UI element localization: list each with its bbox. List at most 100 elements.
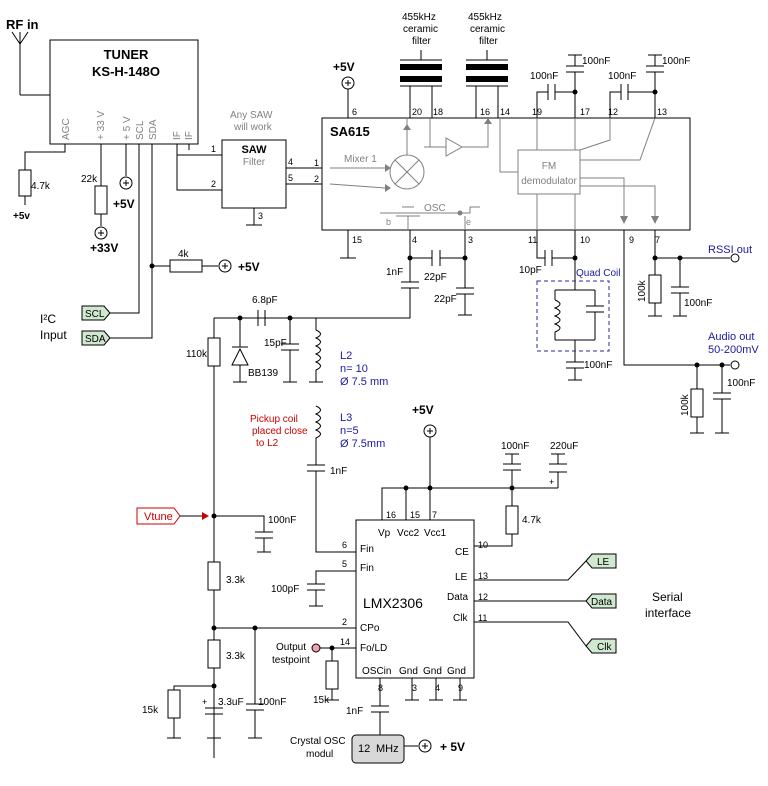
r-4k-label: 4k [178,249,190,260]
svg-text:Ø 7.5 mm: Ø 7.5 mm [340,376,388,388]
ceramic-filter-1 [400,50,442,118]
audio-level-label: 50-200mV [708,344,759,356]
svg-text:LE: LE [455,572,468,583]
svg-text:100nF: 100nF [608,71,636,82]
svg-text:Data: Data [447,592,469,603]
svg-text:ceramic: ceramic [403,24,438,35]
svg-text:12: 12 [358,743,370,755]
plus5v-sa615-label: +5V [333,60,355,74]
svg-text:17: 17 [580,107,590,117]
svg-text:100k: 100k [680,393,691,416]
svg-text:3: 3 [258,211,263,221]
svg-text:14: 14 [500,107,510,117]
plus33v-label: +33V [90,241,118,255]
plus5v-lmx-label: +5V [412,403,434,417]
svg-text:1: 1 [211,144,216,154]
svg-text:e: e [466,217,471,227]
svg-text:9: 9 [629,235,634,245]
svg-text:ceramic: ceramic [470,24,505,35]
cap-plus-sign: + [202,697,207,707]
svg-text:n=5: n=5 [340,425,359,437]
tuner-wiring [18,144,232,339]
svg-text:22pF: 22pF [424,272,447,283]
audio-out-label: Audio out [708,331,754,343]
svg-text:100nF: 100nF [584,360,612,371]
svg-text:10: 10 [478,540,488,550]
input-label: Input [40,328,67,342]
svg-text:11: 11 [478,613,487,623]
svg-text:5: 5 [288,173,293,183]
sa615-decoupling [536,54,664,118]
sa615-block: SA615 Mixer 1 1 2 FM demodulator OSC b e [314,107,691,245]
scl-pennant: SCL [81,305,111,321]
antenna-symbol [11,31,50,96]
svg-text:18: 18 [433,107,443,117]
rssi-network [648,230,740,317]
vtune-filter [167,513,356,739]
saw-filter-block: SAW Filter 1 2 4 5 3 [211,139,322,226]
svg-text:Data: Data [591,597,613,608]
svg-text:15: 15 [410,510,420,520]
r-22k-label: 22k [81,174,98,185]
svg-text:3: 3 [468,235,473,245]
svg-text:Mixer 1: Mixer 1 [344,154,377,165]
svg-text:100nF: 100nF [258,697,286,708]
svg-text:4.7k: 4.7k [522,515,542,526]
sa615-supply [341,76,355,118]
svg-text:16: 16 [386,510,396,520]
svg-text:BB139: BB139 [248,368,278,379]
svg-text:Clk: Clk [453,613,468,624]
svg-text:10: 10 [580,235,590,245]
pickup-coil [307,405,355,553]
svg-text:OSCin: OSCin [362,666,391,677]
svg-text:SDA: SDA [85,334,106,345]
svg-text:13: 13 [657,107,667,117]
svg-text:15pF: 15pF [264,338,287,349]
lmx-supply [307,424,587,735]
svg-text:Vcc1: Vcc1 [424,528,447,539]
plus5v-xtal-label: + 5V [440,740,465,754]
svg-text:3.3k: 3.3k [226,575,246,586]
sa615-title: SA615 [330,124,370,139]
tuner-title: TUNER [104,47,149,62]
svg-text:OSC: OSC [424,203,446,214]
tuner-model: KS-H-148O [92,64,160,79]
svg-text:filter: filter [412,36,432,47]
tuner-pin-5v: + 5 V [122,116,133,140]
svg-text:8: 8 [378,683,383,693]
svg-text:L3: L3 [340,412,352,424]
svg-text:LE: LE [597,557,610,568]
svg-text:testpoint: testpoint [272,655,310,666]
tuner-pin-if1: IF [172,131,183,140]
svg-text:demodulator: demodulator [521,176,577,187]
tuner-pin-sda: SDA [148,119,159,140]
svg-text:n= 10: n= 10 [340,363,368,375]
vtune-pennant [136,507,209,525]
svg-text:1nF: 1nF [346,706,363,717]
svg-text:100nF: 100nF [662,56,690,67]
svg-text:100nF: 100nF [727,378,755,389]
svg-text:Output: Output [276,642,306,653]
svg-text:2: 2 [211,179,216,189]
svg-text:Vp: Vp [378,528,391,539]
svg-text:SCL: SCL [85,309,105,320]
ceramic-filter-2 [466,50,508,118]
svg-text:2: 2 [314,174,319,184]
svg-text:455kHz: 455kHz [468,12,502,23]
svg-text:7: 7 [655,235,660,245]
tuner-pin-agc: AGC [61,118,72,140]
svg-text:13: 13 [478,571,488,581]
svg-text:Gnd: Gnd [423,666,442,677]
crystal-osc-module: 12 MHz [351,734,432,764]
quad-coil-label: Quad Coil [576,268,620,279]
svg-text:Gnd: Gnd [399,666,418,677]
svg-text:Vcc2: Vcc2 [397,528,420,539]
plus5v-pullup-label: +5V [238,260,260,274]
svg-text:15k: 15k [313,695,330,706]
svg-text:15k: 15k [142,705,159,716]
le-pennant: LE [585,553,617,569]
rf-in-label: RF in [6,17,39,32]
svg-text:Clk: Clk [597,642,612,653]
sa615-bottom-wiring [228,230,474,319]
